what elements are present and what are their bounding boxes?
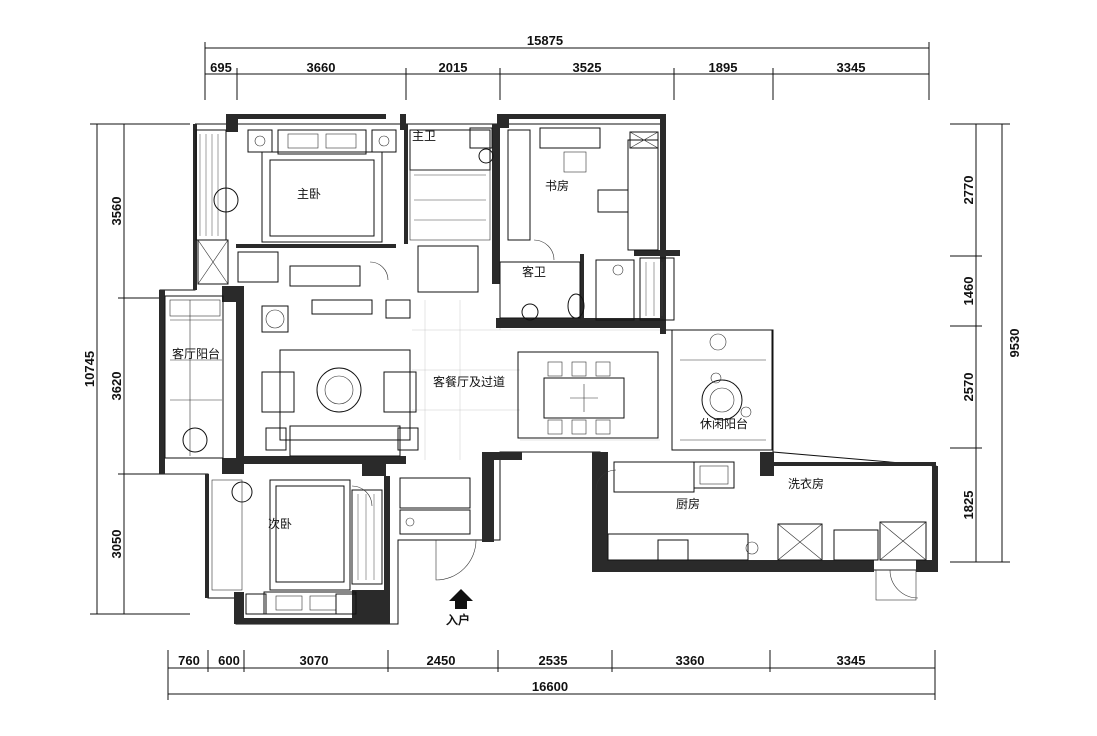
top-dim-5: 1895 [709, 60, 738, 75]
master-bath-fixtures [409, 127, 494, 293]
master-wardrobe [195, 129, 239, 285]
living-room-furniture [261, 299, 419, 457]
room-label-second-bedroom: 次卧 [268, 517, 292, 531]
master-dresser [237, 251, 361, 287]
right-dim-3: 2570 [961, 373, 976, 402]
top-dim-4: 3525 [573, 60, 602, 75]
top-dimension-lines [204, 42, 930, 100]
room-label-master-bath: 主卫 [412, 129, 436, 143]
entrance-label: 入户 [446, 612, 470, 627]
study-furniture [507, 127, 659, 251]
bottom-dim-4: 2450 [427, 653, 456, 668]
top-dim-1: 695 [210, 60, 232, 75]
bottom-dimension-lines [167, 650, 936, 700]
second-bedroom-furniture [211, 479, 383, 615]
bottom-dim-6: 3360 [676, 653, 705, 668]
top-dim-2: 3660 [307, 60, 336, 75]
left-dim-3: 3050 [109, 530, 124, 559]
floor-outline [159, 123, 937, 625]
walls [159, 114, 938, 624]
bottom-total-dimension: 16600 [532, 679, 568, 694]
bottom-dim-1: 760 [178, 653, 200, 668]
doors [351, 239, 919, 599]
left-total-dimension: 10745 [82, 351, 97, 387]
right-dimension-lines [950, 123, 1010, 563]
room-label-study: 书房 [545, 178, 569, 193]
top-dim-6: 3345 [837, 60, 866, 75]
master-bed [247, 129, 397, 243]
left-dim-1: 3560 [109, 197, 124, 226]
bottom-dim-5: 2535 [539, 653, 568, 668]
room-label-laundry: 洗衣房 [788, 476, 824, 491]
leisure-balcony-details [671, 329, 773, 451]
top-dim-3: 2015 [439, 60, 468, 75]
right-total-dimension: 9530 [1007, 329, 1022, 358]
bottom-dim-7: 3345 [837, 653, 866, 668]
left-dim-2: 3620 [109, 372, 124, 401]
entry-cabinets [399, 477, 471, 535]
living-balcony-details [164, 295, 224, 459]
room-label-kitchen: 厨房 [676, 496, 700, 511]
right-dim-4: 1825 [961, 491, 976, 520]
left-dimension-lines [90, 123, 190, 615]
right-dim-2: 1460 [961, 277, 976, 306]
room-label-guest-bath: 客卫 [522, 264, 546, 279]
laundry-fixtures [777, 521, 927, 601]
right-dim-1: 2770 [961, 176, 976, 205]
tile-grid-living [412, 300, 660, 460]
guest-bath-fixtures [499, 257, 675, 321]
room-label-living-balcony: 客厅阳台 [172, 346, 220, 361]
room-label-leisure-balcony: 休闲阳台 [700, 416, 748, 431]
top-total-dimension: 15875 [527, 33, 563, 48]
room-label-living-dining: 客餐厅及过道 [433, 374, 505, 389]
dining-set [517, 351, 659, 439]
kitchen-counters [607, 461, 759, 561]
bottom-dim-2: 600 [218, 653, 240, 668]
entrance-arrow-icon [449, 589, 473, 609]
bottom-dim-3: 3070 [300, 653, 329, 668]
room-label-master-bedroom: 主卧 [297, 187, 321, 201]
